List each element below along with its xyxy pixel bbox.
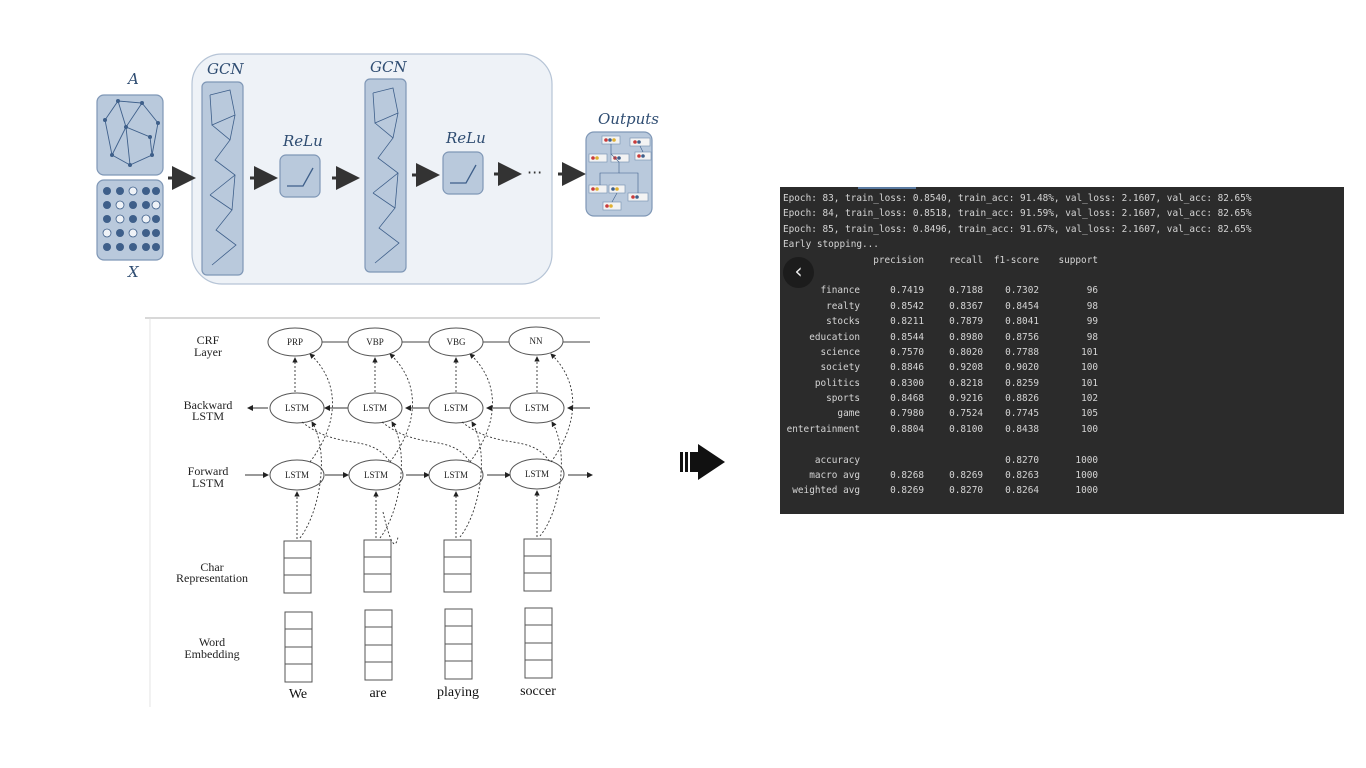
relu1-curve-icon (287, 167, 314, 187)
right-arrow-icon (678, 442, 728, 482)
word-label-line1: Word (199, 635, 225, 649)
input-x-label: X (127, 263, 140, 281)
gcn-layer2-graph-icon (372, 87, 400, 264)
gcn-diagram: A X GCN ReLu (90, 45, 670, 295)
word-label-line2: Embedding (184, 647, 239, 661)
outputs-graph-icon (588, 135, 652, 211)
char-label-line2: Representation (176, 571, 248, 585)
feature-matrix-icon (102, 186, 161, 251)
backward-cell-1: LSTM (285, 403, 309, 413)
backward-cell-3: LSTM (444, 403, 468, 413)
gcn-layer1-box (201, 81, 244, 276)
forward-cell-2: LSTM (364, 470, 388, 480)
column-1: PRP LSTM LSTM We (267, 327, 325, 702)
log-line: Epoch: 85, train_loss: 0.8496, train_acc… (783, 223, 1252, 235)
column-3: VBG LSTM LSTM playing (428, 327, 484, 700)
input-a-label: A (126, 70, 139, 88)
outputs-label: Outputs (598, 110, 659, 128)
log-line: Early stopping... (783, 239, 879, 251)
word-soccer: soccer (520, 684, 556, 699)
word-we: We (289, 687, 307, 702)
bilstm-crf-diagram: CRF Layer Backward LSTM Forward LSTM Cha… (140, 312, 610, 712)
relu2-box (442, 151, 484, 195)
relu1-label: ReLu (282, 132, 323, 150)
char-label-line1: Char (200, 560, 223, 574)
tag-nn: NN (530, 336, 543, 346)
backward-label-line2: LSTM (192, 409, 224, 423)
backward-label-line1: Backward (184, 398, 233, 412)
relu1-box (279, 154, 321, 198)
gcn-layer2-label: GCN (370, 58, 407, 76)
crf-label-line2: Layer (194, 345, 222, 359)
forward-label-line2: LSTM (192, 476, 224, 490)
row-labels: CRF Layer Backward LSTM Forward LSTM Cha… (176, 333, 248, 661)
backward-cell-2: LSTM (363, 403, 387, 413)
chevron-left-icon[interactable]: ‹ (794, 259, 803, 283)
terminal-output: Epoch: 83, train_loss: 0.8540, train_acc… (780, 187, 1344, 514)
forward-cell-3: LSTM (444, 470, 468, 480)
tag-vbp: VBP (366, 337, 384, 347)
forward-label-line1: Forward (188, 464, 229, 478)
tag-prp: PRP (287, 337, 303, 347)
backward-cell-4: LSTM (525, 403, 549, 413)
gcn-layer1-graph-icon (209, 89, 237, 266)
gcn-layer2-box (364, 78, 407, 273)
word-playing: playing (437, 685, 479, 700)
log-line: Epoch: 84, train_loss: 0.8518, train_acc… (783, 208, 1252, 220)
column-4: NN LSTM LSTM soccer (508, 326, 565, 699)
report-header: precision recall f1-score support (873, 254, 1098, 266)
word-are: are (369, 686, 386, 701)
relu2-curve-icon (450, 164, 477, 184)
ellipsis: ··· (527, 163, 542, 182)
forward-cell-4: LSTM (525, 469, 549, 479)
back-button[interactable]: ‹ (783, 257, 814, 288)
log-line: Epoch: 83, train_loss: 0.8540, train_acc… (783, 193, 1252, 204)
crf-label-line1: CRF (197, 333, 220, 347)
forward-cell-1: LSTM (285, 470, 309, 480)
gcn-layer1-label: GCN (207, 60, 244, 78)
column-2: VBP LSTM LSTM are (347, 327, 404, 701)
relu2-label: ReLu (445, 129, 486, 147)
terminal-tab-indicator (858, 187, 916, 189)
tag-vbg: VBG (446, 337, 466, 347)
